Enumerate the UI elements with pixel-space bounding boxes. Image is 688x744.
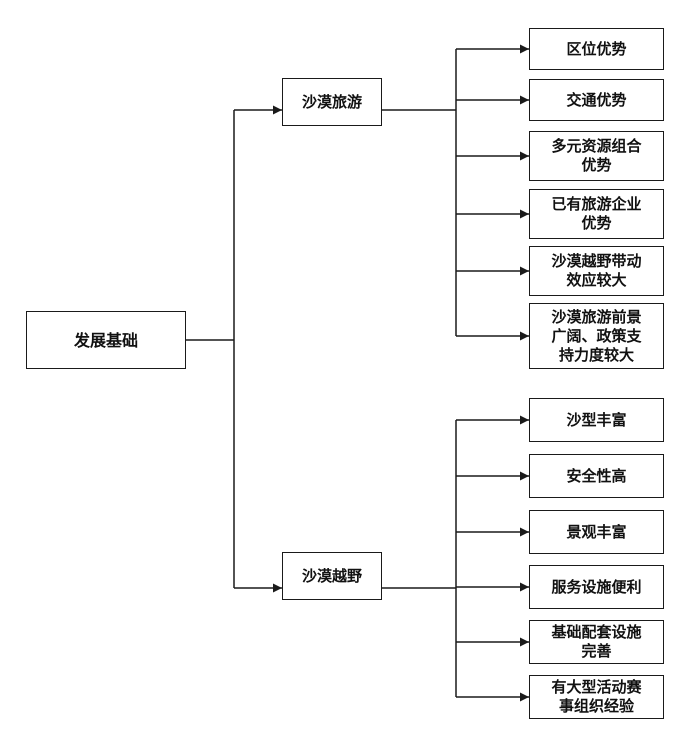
leaf-label: 多元资源组合 优势 — [551, 137, 642, 174]
leaf-label: 沙漠旅游前景 广阔、政策支 持力度较大 — [551, 307, 642, 364]
leaf-label: 交通优势 — [566, 90, 627, 109]
leaf-node-rich-landscape: 景观丰富 — [529, 510, 664, 554]
leaf-node-existing-enterprises: 已有旅游企业 优势 — [529, 189, 664, 239]
leaf-node-prospects-policy: 沙漠旅游前景 广阔、政策支 持力度较大 — [529, 303, 664, 369]
leaf-label: 景观丰富 — [566, 522, 627, 541]
root-label: 发展基础 — [73, 330, 138, 350]
leaf-node-offroad-effect: 沙漠越野带动 效应较大 — [529, 246, 664, 296]
leaf-label: 服务设施便利 — [551, 577, 642, 596]
leaf-node-service-facilities: 服务设施便利 — [529, 565, 664, 609]
leaf-label: 已有旅游企业 优势 — [551, 195, 642, 232]
branch-label: 沙漠越野 — [301, 566, 362, 585]
leaf-node-sand-variety: 沙型丰富 — [529, 398, 664, 442]
root-node: 发展基础 — [26, 311, 186, 369]
leaf-label: 有大型活动赛 事组织经验 — [551, 678, 642, 715]
branch-node-desert-offroad: 沙漠越野 — [282, 552, 382, 600]
leaf-node-high-safety: 安全性高 — [529, 454, 664, 498]
leaf-label: 安全性高 — [566, 466, 627, 485]
leaf-label: 基础配套设施 完善 — [551, 623, 642, 660]
leaf-node-resource-combination: 多元资源组合 优势 — [529, 131, 664, 181]
leaf-node-location-advantage: 区位优势 — [529, 28, 664, 70]
leaf-label: 沙型丰富 — [566, 410, 627, 429]
leaf-node-infrastructure: 基础配套设施 完善 — [529, 620, 664, 664]
branch-label: 沙漠旅游 — [301, 92, 362, 111]
branch-node-desert-tourism: 沙漠旅游 — [282, 78, 382, 126]
leaf-node-transport-advantage: 交通优势 — [529, 79, 664, 121]
leaf-label: 沙漠越野带动 效应较大 — [551, 252, 642, 289]
leaf-label: 区位优势 — [566, 39, 627, 58]
leaf-node-event-experience: 有大型活动赛 事组织经验 — [529, 675, 664, 719]
